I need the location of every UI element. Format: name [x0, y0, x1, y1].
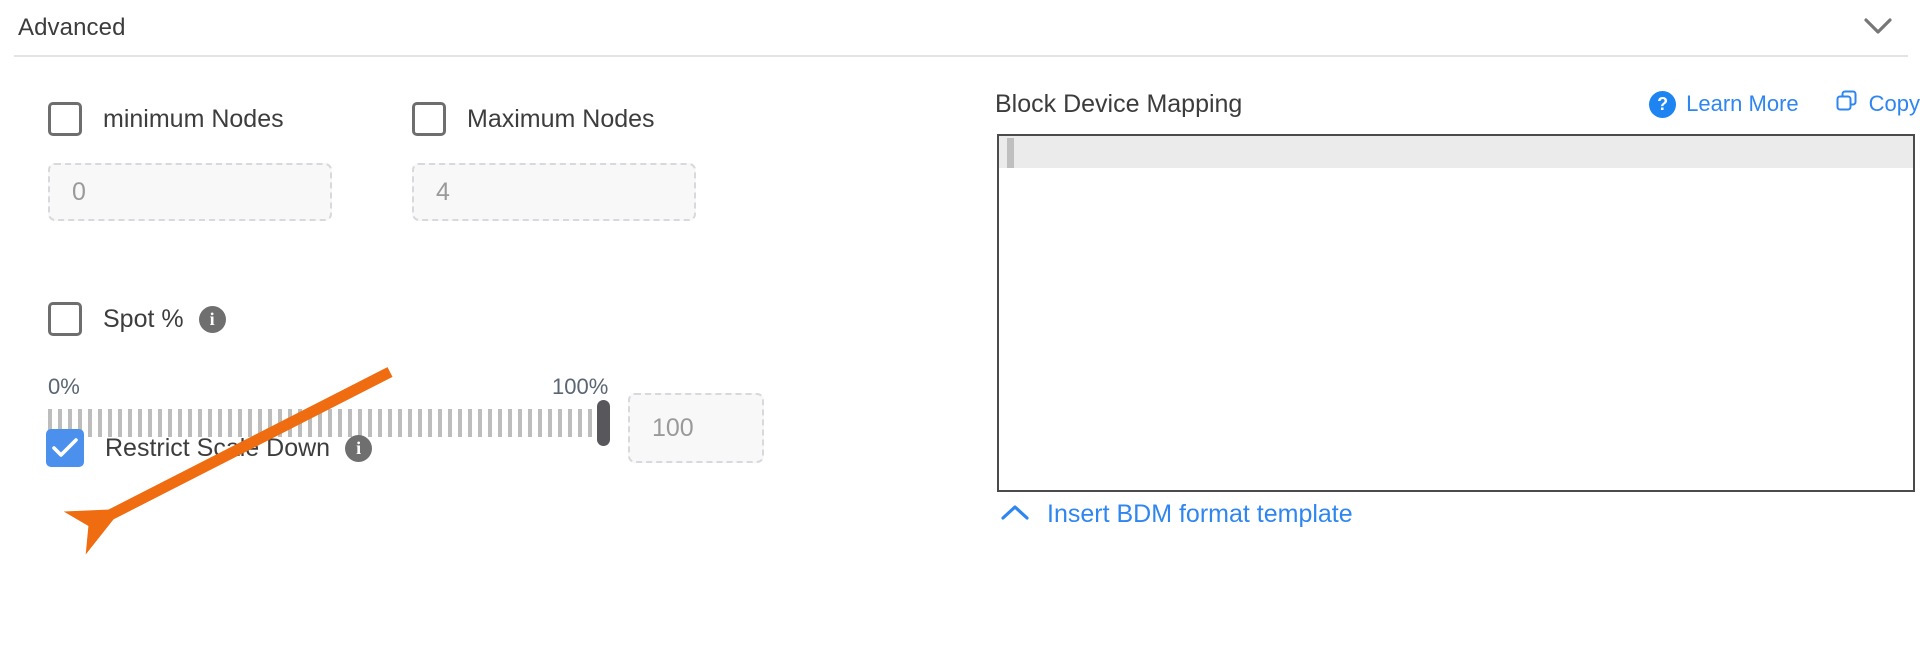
restrict-scale-down-checkbox[interactable] [46, 429, 84, 467]
info-icon[interactable]: i [345, 434, 373, 462]
chevron-up-icon [1001, 504, 1029, 526]
slider-tick [518, 409, 522, 437]
slider-tick [48, 409, 52, 437]
slider-tick [458, 409, 462, 437]
header-divider [14, 55, 1908, 57]
slider-tick [538, 409, 542, 437]
info-icon[interactable]: i [198, 305, 226, 333]
slider-tick [378, 409, 382, 437]
page-title: Advanced [18, 14, 126, 41]
slider-tick [58, 409, 62, 437]
slider-tick [438, 409, 442, 437]
left-settings-column: minimum Nodes 0 Maximum Nodes 4 Spot % i… [0, 56, 980, 656]
slider-tick [548, 409, 552, 437]
slider-tick [488, 409, 492, 437]
spot-percent-label: Spot % [103, 304, 184, 333]
question-circle-icon: ? [1649, 90, 1677, 118]
insert-bdm-template-label: Insert BDM format template [1047, 500, 1353, 528]
slider-tick [558, 409, 562, 437]
slider-tick [398, 409, 402, 437]
spot-percent-value-input[interactable]: 100 [628, 393, 764, 463]
bdm-code-editor[interactable] [997, 134, 1915, 492]
slider-max-label: 100% [552, 374, 609, 399]
maximum-nodes-label: Maximum Nodes [467, 104, 655, 133]
chevron-down-icon [1864, 17, 1892, 40]
slider-thumb[interactable] [597, 400, 610, 446]
maximum-nodes-input[interactable]: 4 [412, 163, 696, 221]
minimum-nodes-checkbox[interactable] [48, 102, 82, 136]
slider-tick [78, 409, 82, 437]
copy-icon [1835, 89, 1859, 119]
restrict-scale-down-row: Restrict Scale Down i [46, 429, 373, 467]
section-header: Advanced [0, 0, 1920, 56]
learn-more-label: Learn More [1686, 91, 1799, 116]
copy-button[interactable]: Copy [1835, 89, 1920, 119]
slider-tick [508, 409, 512, 437]
insert-bdm-template-link[interactable]: Insert BDM format template [1001, 500, 1353, 529]
collapse-section-button[interactable] [1858, 8, 1898, 48]
copy-label: Copy [1868, 91, 1920, 116]
learn-more-link[interactable]: ? Learn More [1649, 90, 1799, 118]
slider-tick [408, 409, 412, 437]
slider-tick [568, 409, 572, 437]
slider-tick [588, 409, 592, 437]
slider-tick [448, 409, 452, 437]
slider-tick [468, 409, 472, 437]
slider-tick [478, 409, 482, 437]
restrict-scale-down-label: Restrict Scale Down [105, 433, 331, 462]
slider-tick [68, 409, 72, 437]
maximum-nodes-checkbox[interactable] [412, 102, 446, 136]
editor-active-line [999, 136, 1913, 168]
slider-tick [428, 409, 432, 437]
minimum-nodes-row: minimum Nodes [48, 102, 284, 136]
minimum-nodes-label: minimum Nodes [103, 104, 284, 133]
maximum-nodes-row: Maximum Nodes [412, 102, 655, 136]
bdm-header: Block Device Mapping ? Learn More Copy [995, 84, 1920, 124]
slider-tick [88, 409, 92, 437]
slider-tick [578, 409, 582, 437]
spot-percent-value: 100 [652, 413, 694, 442]
minimum-nodes-input[interactable]: 0 [48, 163, 332, 221]
check-icon [52, 438, 78, 457]
maximum-nodes-input-value: 4 [436, 177, 450, 206]
slider-tick [98, 409, 102, 437]
spot-percent-checkbox[interactable] [48, 302, 82, 336]
block-device-mapping-panel: Block Device Mapping ? Learn More Copy [995, 56, 1920, 656]
slider-tick [388, 409, 392, 437]
minimum-nodes-input-value: 0 [72, 177, 86, 206]
bdm-title: Block Device Mapping [995, 89, 1243, 118]
slider-min-label: 0% [48, 374, 80, 399]
slider-tick [498, 409, 502, 437]
slider-tick [418, 409, 422, 437]
slider-tick [528, 409, 532, 437]
editor-cursor-gutter [1007, 138, 1014, 168]
spot-percent-row: Spot % i [48, 302, 226, 336]
